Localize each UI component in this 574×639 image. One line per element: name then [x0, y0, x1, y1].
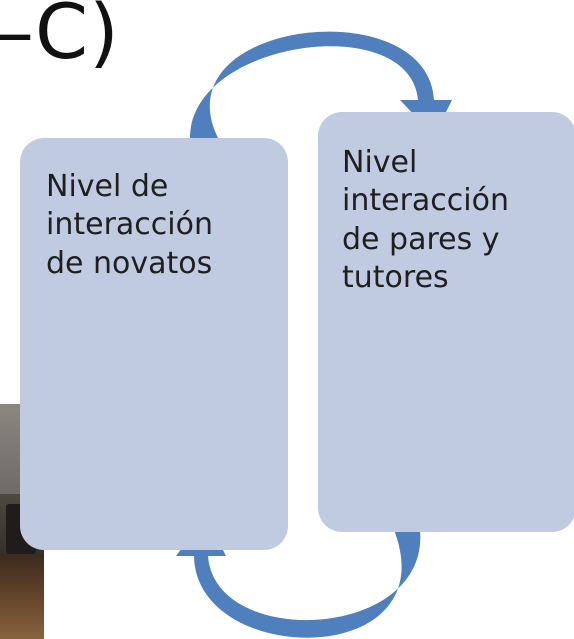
cycle-node-novices-label: Nivel de interacción de novatos: [46, 169, 213, 281]
top-curved-arrow-icon: [190, 31, 452, 138]
cycle-node-novices: Nivel de interacción de novatos: [20, 138, 288, 550]
cycle-node-peers-tutors-label: Nivel interacción de pares y tutores: [342, 145, 509, 296]
photo-desk: [0, 554, 44, 639]
slide-title-fragment: –C): [0, 0, 120, 76]
bottom-curved-arrow-icon: [176, 516, 421, 638]
cycle-node-peers-tutors: Nivel interacción de pares y tutores: [318, 112, 574, 532]
